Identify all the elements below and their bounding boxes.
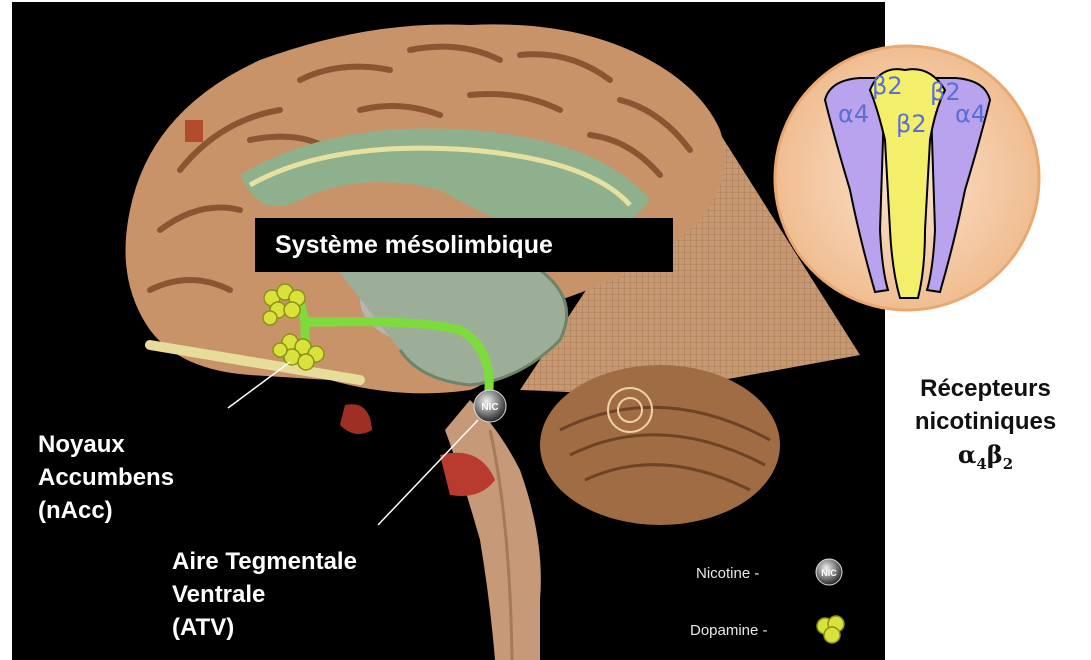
nacc-label-line: Accumbens [38, 461, 174, 494]
legend-dopamine-icon [814, 614, 848, 644]
nacc-label: Noyaux Accumbens (nAcc) [38, 428, 174, 527]
legend-dopamine-label: Dopamine - [690, 622, 768, 639]
subunit-label-left-alpha: α4 [838, 100, 869, 128]
subunit-label-right-alpha: α4 [955, 100, 986, 128]
legend-nicotine-label: Nicotine - [696, 565, 759, 582]
formula-beta-sub: 2 [1003, 455, 1013, 473]
subunit-label-top-beta-left: β2 [872, 72, 903, 100]
receptors-label-line2: nicotiniques [880, 405, 1091, 438]
legend-nicotine-icon: NIC [814, 557, 844, 587]
formula-beta: β [987, 440, 1003, 469]
atv-label: Aire Tegmentale Ventrale (ATV) [172, 545, 357, 644]
nic-marker: NIC [474, 390, 506, 422]
receptor-zoom [775, 46, 1039, 310]
cerebellum [540, 365, 780, 525]
subunit-label-center-beta: β2 [896, 110, 927, 138]
receptors-formula: α4β2 [880, 438, 1091, 481]
nic-marker-text: NIC [481, 402, 498, 413]
atv-label-line: Aire Tegmentale [172, 545, 357, 578]
legend-nic-icon-text: NIC [821, 568, 837, 578]
formula-alpha: α [958, 440, 976, 469]
diagram-title: Système mésolimbique [255, 218, 673, 272]
receptors-label-line1: Récepteurs [880, 372, 1091, 405]
formula-alpha-sub: 4 [976, 455, 986, 473]
atv-label-line: (ATV) [172, 611, 357, 644]
nacc-label-line: Noyaux [38, 428, 174, 461]
atv-label-line: Ventrale [172, 578, 357, 611]
nacc-label-line: (nAcc) [38, 494, 174, 527]
receptors-label: Récepteurs nicotiniques α4β2 [880, 372, 1091, 481]
